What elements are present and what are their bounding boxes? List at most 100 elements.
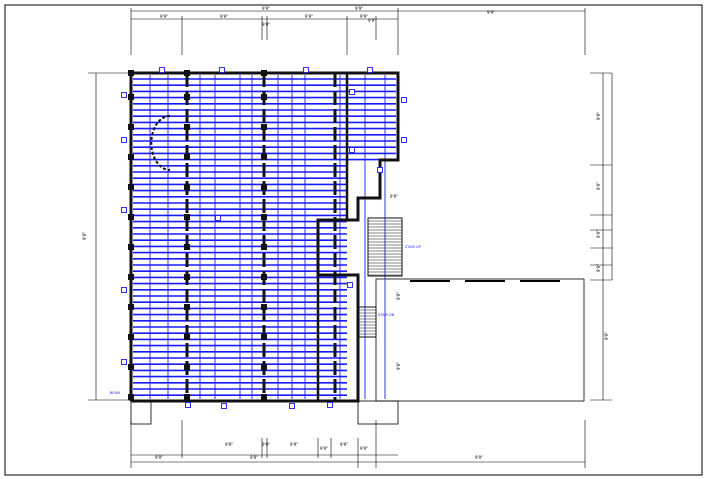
grid-tag [327, 402, 333, 408]
right-dim-2: 9'9" [596, 182, 601, 190]
right-dim-5: 9'9" [604, 332, 609, 340]
column [261, 274, 267, 280]
stair-label-down: STAIR DN [378, 313, 395, 317]
grid-tag [377, 167, 383, 173]
column [261, 304, 267, 310]
right-dimension-lines [590, 72, 613, 401]
outer-wall [129, 71, 400, 403]
grid-tag [303, 67, 309, 73]
grid-tag [401, 137, 407, 143]
annex-building [130, 278, 585, 425]
top-dim-8: 9'9" [262, 22, 270, 27]
column [261, 70, 267, 76]
column [128, 334, 134, 340]
bottom-dimension-lines [130, 420, 586, 468]
grid-tag [401, 97, 407, 103]
bottom-dim-9: 9'9" [475, 455, 483, 460]
bottom-dim-8: 9'9" [250, 455, 258, 460]
top-dim-1: 9'9" [160, 14, 168, 19]
bottom-dim-4: 9'9" [320, 446, 328, 451]
annex-dim-2: 9'9" [396, 362, 401, 370]
stair-label-up: STAIR UP [405, 245, 421, 249]
annex-dim-3: 9'9" [390, 194, 398, 199]
column [128, 124, 134, 130]
column [261, 124, 267, 130]
grid-tag [349, 147, 355, 153]
bottom-dim-2: 9'9" [262, 442, 270, 447]
top-dimension-lines [130, 8, 586, 55]
column [128, 184, 134, 190]
top-dim-9: 9'9" [368, 18, 376, 23]
top-dim-3: 9'9" [305, 14, 313, 19]
stair-upper [367, 217, 403, 277]
column [184, 394, 190, 400]
column [128, 244, 134, 250]
sheet-frame [4, 4, 703, 476]
column [184, 124, 190, 130]
column [261, 94, 267, 100]
column [184, 244, 190, 250]
grid-tag [121, 137, 127, 143]
right-dim-1: 9'9" [596, 112, 601, 120]
grid-tag [215, 215, 221, 221]
column [261, 364, 267, 370]
grid-tag [159, 67, 165, 73]
column [184, 304, 190, 310]
grid-tag [185, 402, 191, 408]
column [128, 394, 134, 400]
top-dim-7: 9'9" [487, 10, 495, 15]
column [261, 244, 267, 250]
column [261, 154, 267, 160]
grid-tag [349, 89, 355, 95]
top-dim-6: 9'9" [355, 6, 363, 11]
column [261, 214, 267, 220]
column [128, 364, 134, 370]
left-dimension-lines [88, 72, 131, 401]
bottom-dim-5: 9'9" [340, 442, 348, 447]
bottom-dimension-labels: 9'9" 9'9" 9'9" 9'9" 9'9" 9'9" 9'9" 9'9" … [155, 442, 483, 460]
column [128, 154, 134, 160]
right-dim-3: 9'9" [596, 230, 601, 238]
column [261, 184, 267, 190]
beam-note: BEAM [110, 391, 120, 395]
annex-dim-1: 9'9" [396, 292, 401, 300]
column [184, 334, 190, 340]
column [184, 214, 190, 220]
grid-tag [221, 403, 227, 409]
column [261, 394, 267, 400]
top-dim-2: 9'9" [220, 14, 228, 19]
bottom-dim-1: 9'9" [225, 442, 233, 447]
bay-window [150, 115, 171, 171]
column [128, 304, 134, 310]
annex-labels: 9'9" 9'9" 9'9" [390, 194, 401, 370]
left-dim-label: 9'9" [82, 232, 87, 240]
column [128, 274, 134, 280]
column [128, 214, 134, 220]
column [184, 184, 190, 190]
column [261, 334, 267, 340]
framing-plan [121, 67, 407, 409]
bottom-dim-6: 9'9" [360, 446, 368, 451]
column [128, 70, 134, 76]
grid-tag [219, 67, 225, 73]
right-dimension-labels: 9'9" 9'9" 9'9" 9'9" 9'9" [596, 112, 609, 340]
bottom-dim-3: 9'9" [290, 442, 298, 447]
top-dim-4: 9'9" [360, 14, 368, 19]
column [184, 364, 190, 370]
top-dimension-labels: 9'9" 9'9" 9'9" 9'9" 9'9" 9'9" 9'9" 9'9" … [160, 6, 495, 27]
grid-tag [347, 282, 353, 288]
bottom-dim-7: 9'9" [155, 455, 163, 460]
column [184, 154, 190, 160]
grid-tag [289, 403, 295, 409]
grid-tag [121, 359, 127, 365]
right-dim-4: 9'9" [596, 264, 601, 272]
grid-tag [121, 287, 127, 293]
column [184, 274, 190, 280]
column [128, 94, 134, 100]
grid-tag [121, 207, 127, 213]
column [184, 94, 190, 100]
top-dim-5: 9'9" [262, 6, 270, 11]
column [184, 70, 190, 76]
grid-tag [121, 92, 127, 98]
